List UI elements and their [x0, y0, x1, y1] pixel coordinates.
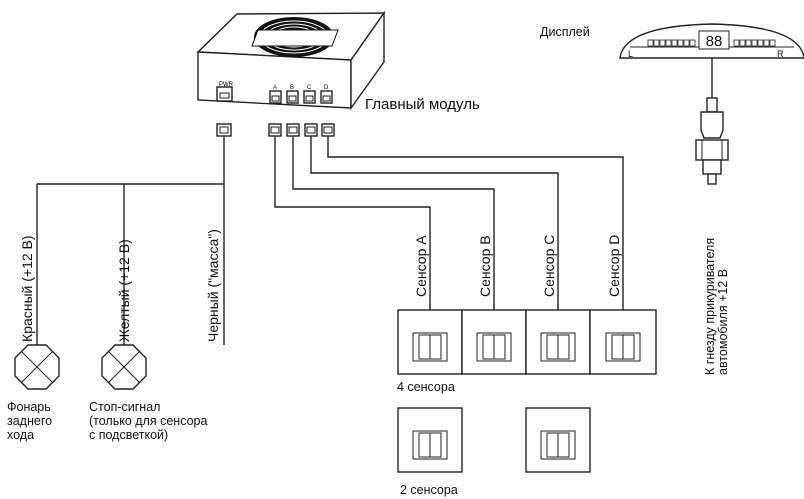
sensor-icon	[605, 332, 641, 362]
main-module: PWR A B C D	[196, 10, 386, 111]
brake-lamp-icon	[101, 344, 147, 390]
connector-d	[321, 123, 335, 137]
display-digits: 88	[706, 33, 723, 50]
port-d-label: D	[324, 85, 329, 91]
two-sensor-row	[397, 407, 591, 473]
power-wiring	[36, 136, 225, 345]
display-unit: 88 L R	[619, 23, 804, 59]
port-d	[320, 90, 333, 104]
four-sensors-label: 4 сенсора	[397, 380, 455, 394]
reverse-lamp-label-3: хода	[7, 428, 34, 442]
two-sensors-label: 2 сенсора	[400, 483, 458, 497]
display-right-label: R	[777, 49, 784, 59]
red-wire-label: Красный (+12 В)	[19, 235, 35, 342]
port-a	[269, 90, 282, 104]
lighter-plug-icon	[695, 58, 729, 185]
brake-label-2: (только для сенсора	[89, 414, 207, 428]
sensor-d-label: Сенсор D	[606, 235, 622, 297]
sensor-c-label: Сенсор С	[541, 235, 557, 297]
port-a-label: A	[273, 85, 277, 91]
black-wire-label: Черный ("масса")	[205, 229, 221, 342]
connector-a	[268, 123, 282, 137]
port-c	[303, 90, 316, 104]
sensor-b-label: Сенсор В	[477, 235, 493, 297]
port-b	[286, 90, 299, 104]
speaker-grill-icon	[251, 17, 339, 57]
pwr-label: PWR	[219, 82, 234, 88]
connector-b	[286, 123, 300, 137]
port-c-label: C	[307, 85, 312, 91]
yellow-wire-label: Желтый (+12 В)	[116, 239, 132, 342]
sensor-icon	[540, 332, 576, 362]
connector-c	[304, 123, 318, 137]
sensor-icon	[412, 430, 448, 460]
reverse-lamp-label-1: Фонарь	[7, 400, 51, 414]
lighter-label-1: К гнезду прикуривателя	[703, 238, 717, 375]
display-label: Дисплей	[540, 25, 590, 39]
sensor-wiring	[274, 136, 624, 310]
pwr-port	[216, 86, 233, 102]
brake-label-1: Стоп-сигнал	[89, 400, 160, 414]
reverse-lamp-icon	[14, 344, 60, 390]
sensor-icon	[412, 332, 448, 362]
sensor-a-label: Сенсор А	[413, 235, 429, 297]
connector-power	[216, 123, 232, 137]
reverse-lamp-label-2: заднего	[7, 414, 52, 428]
four-sensor-row	[397, 309, 657, 375]
sensor-icon	[540, 430, 576, 460]
port-b-label: B	[290, 85, 294, 91]
display-left-label: L	[628, 49, 633, 59]
main-module-label: Главный модуль	[365, 96, 480, 113]
lighter-label-2: автомобиля +12 В	[716, 269, 730, 375]
brake-label-3: с подсветкой)	[89, 428, 168, 442]
sensor-icon	[476, 332, 512, 362]
